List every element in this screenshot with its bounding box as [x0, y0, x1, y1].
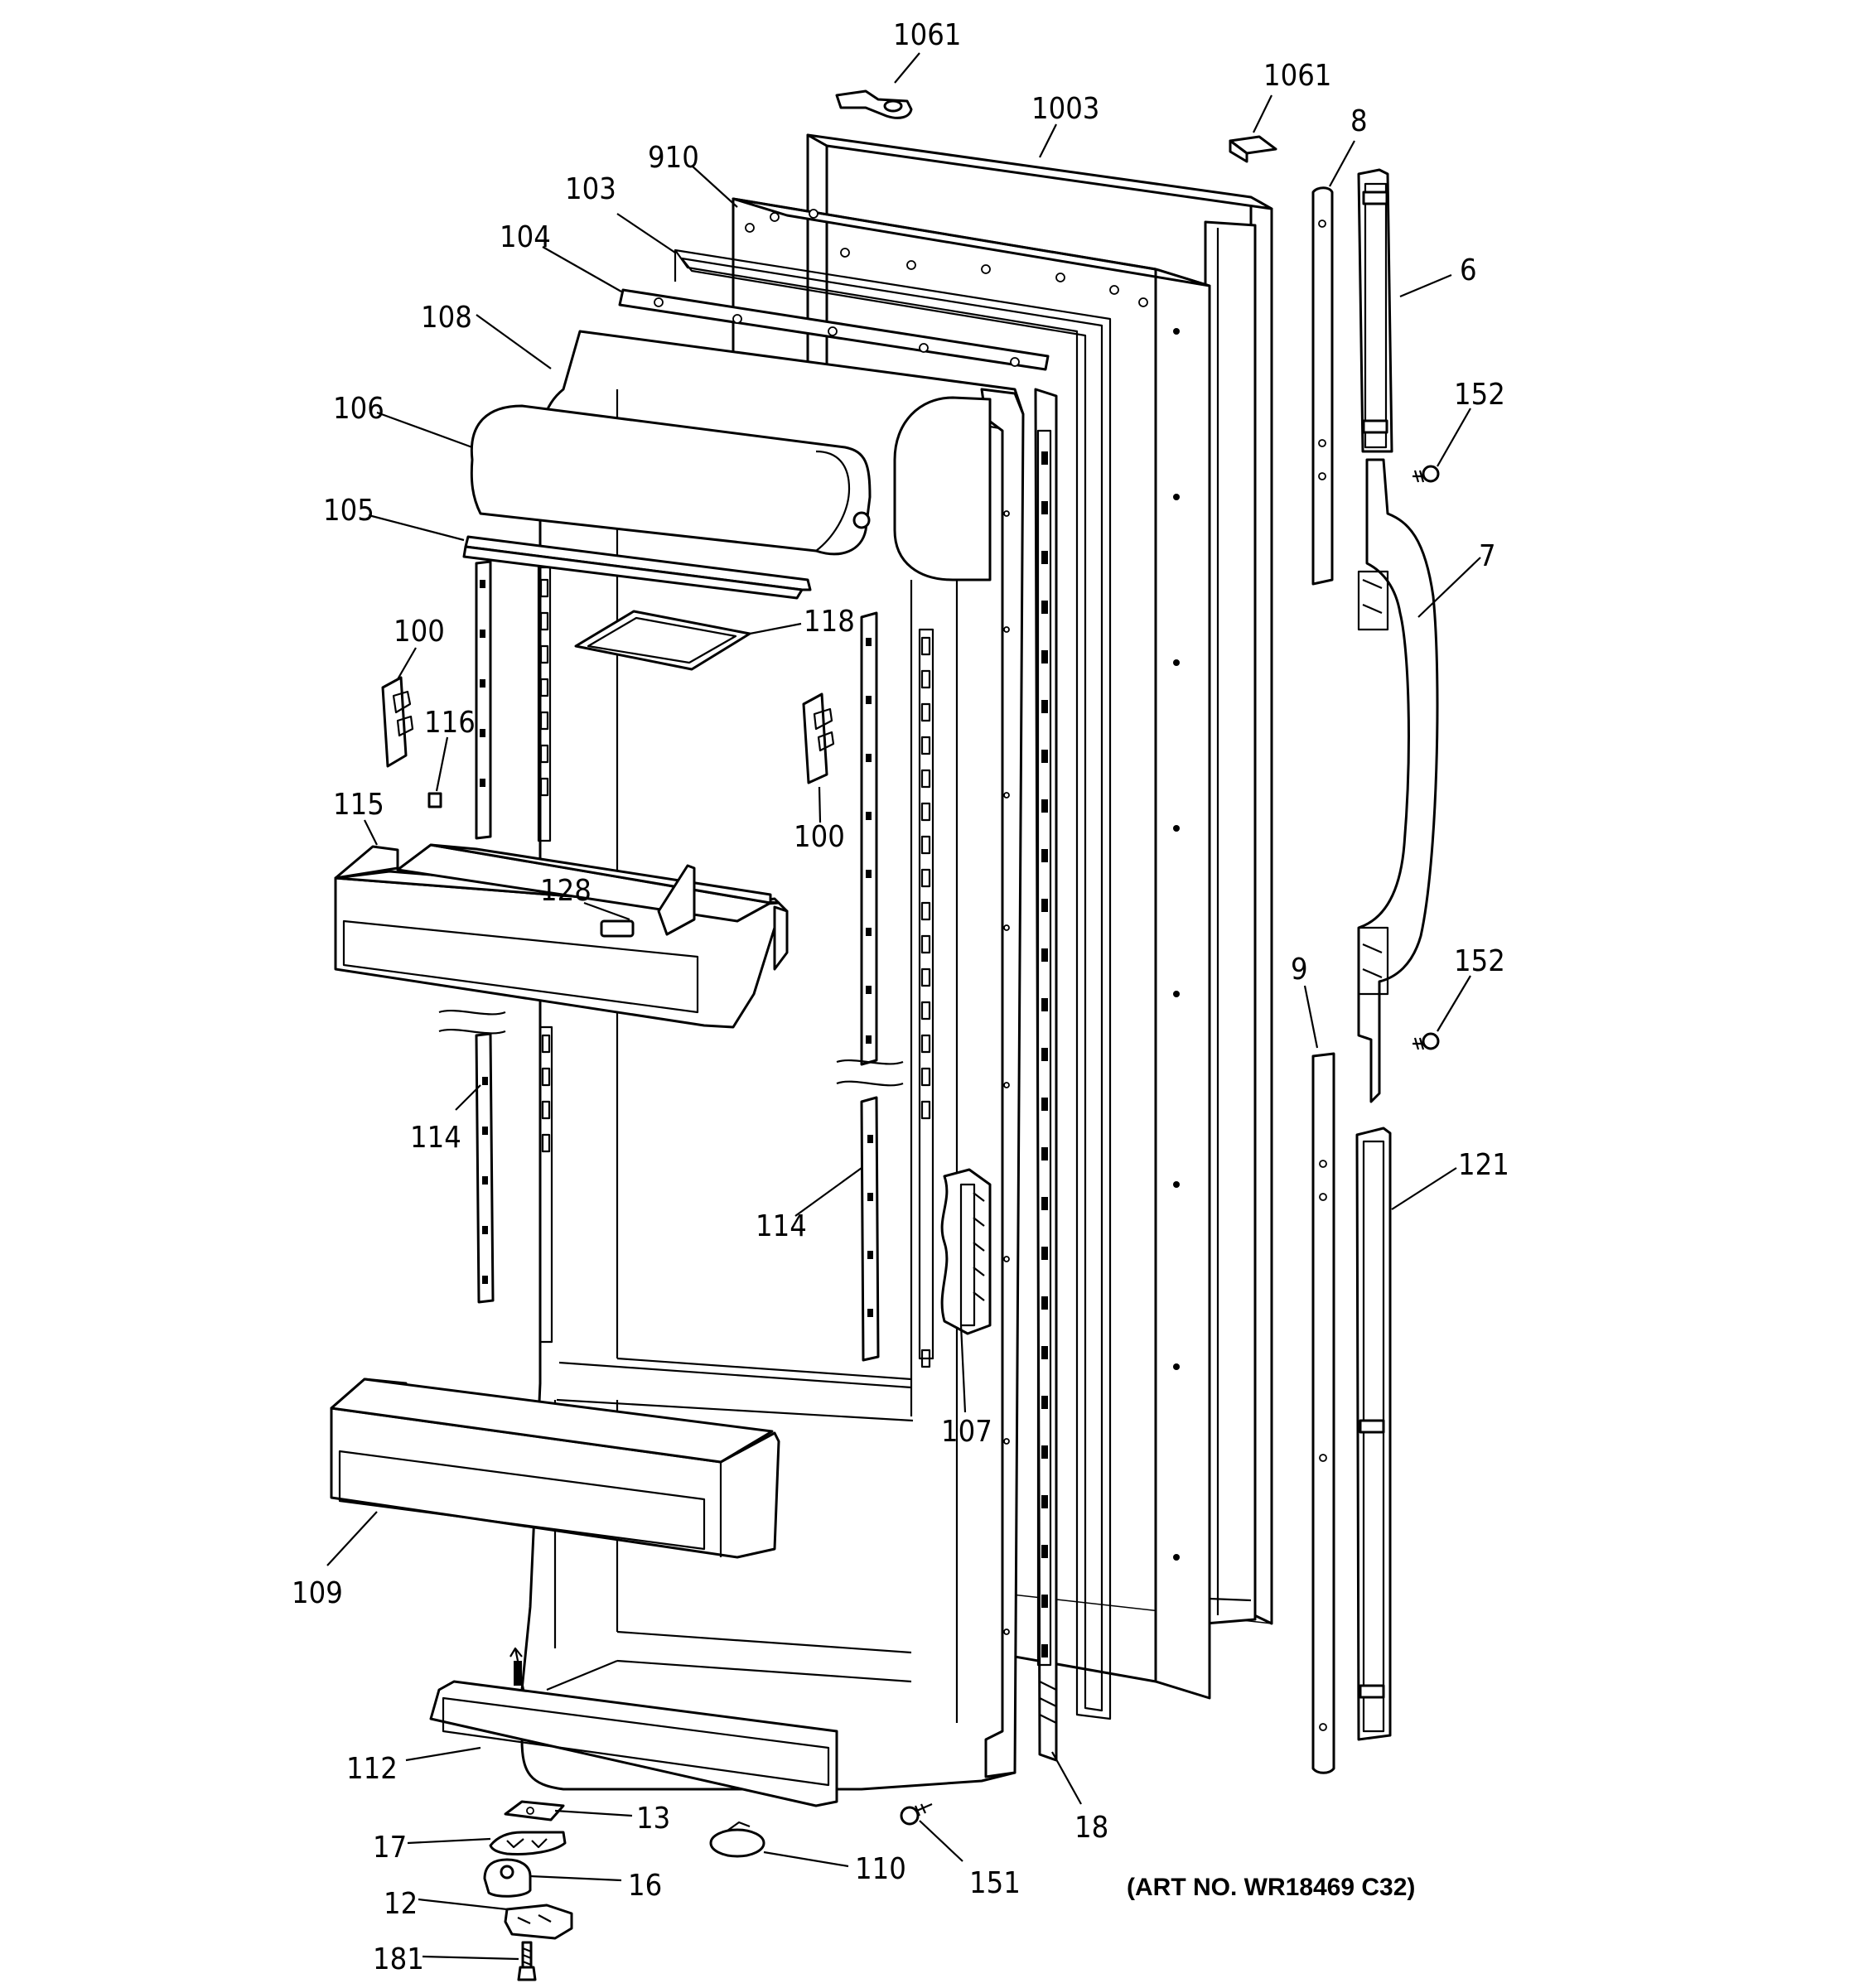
part-handle-cap-lower — [1355, 1127, 1392, 1741]
callout-1003: 1003 — [1031, 92, 1099, 126]
breaker-strip-slots — [1041, 451, 1048, 1657]
part-hinge-plate-13 — [504, 1800, 565, 1822]
liner-slots-left — [539, 578, 551, 1153]
part-small-clip — [427, 792, 442, 808]
callout-1061-left: 1061 — [893, 18, 961, 52]
part-handle-cap-upper — [1357, 168, 1393, 453]
callout-115: 115 — [333, 788, 384, 822]
callout-116: 116 — [424, 706, 476, 740]
callout-114-left: 114 — [410, 1121, 461, 1155]
part-lower-door-bin — [330, 1378, 780, 1559]
callout-104: 104 — [500, 220, 551, 254]
part-ladder-rail-left — [475, 560, 495, 1304]
part-door-handle — [1357, 458, 1439, 1103]
callout-labels: 1061 1061 1003 910 103 104 108 106 105 1… — [292, 18, 1509, 1976]
callout-9: 9 — [1291, 953, 1308, 987]
part-cam-110 — [709, 1821, 765, 1858]
part-screw-upper — [1412, 465, 1440, 483]
part-screw-181 — [517, 1941, 537, 1981]
callout-17: 17 — [373, 1831, 407, 1865]
part-trim-strip-lower — [1311, 1052, 1335, 1774]
callout-910: 910 — [648, 141, 699, 175]
part-dairy-door-cover — [470, 404, 872, 556]
callout-151: 151 — [969, 1866, 1021, 1900]
callout-100-right: 100 — [794, 820, 845, 854]
part-side-trim-insert — [940, 1168, 992, 1335]
part-hinge-top-left — [835, 89, 913, 119]
part-breaker-strip — [1034, 388, 1058, 1762]
part-ladder-rail-right — [860, 611, 880, 1362]
callout-6: 6 — [1460, 253, 1477, 287]
callout-105: 105 — [323, 494, 374, 528]
callout-106: 106 — [333, 392, 384, 426]
art-number: (ART NO. WR18469 C32) — [1127, 1874, 1415, 1901]
callout-13: 13 — [636, 1802, 670, 1836]
callout-107: 107 — [941, 1415, 992, 1449]
part-hinge-bushing-16 — [483, 1858, 532, 1898]
part-hinge-bracket-17 — [489, 1831, 567, 1855]
part-shelf-support-right — [802, 692, 835, 784]
callout-8: 8 — [1350, 104, 1368, 138]
callout-128: 128 — [540, 874, 592, 908]
callout-114-right: 114 — [756, 1209, 807, 1243]
callout-152-upper: 152 — [1454, 378, 1505, 412]
callout-112: 112 — [346, 1752, 398, 1786]
part-cover-hinge-strip — [462, 535, 812, 600]
callout-100-left: 100 — [394, 615, 445, 649]
callout-18: 18 — [1074, 1811, 1108, 1845]
callout-110: 110 — [855, 1852, 906, 1886]
part-door-insulation-panel — [732, 197, 1211, 1700]
part-hinge-bracket-12 — [504, 1904, 573, 1940]
callout-181: 181 — [373, 1942, 424, 1976]
break-mark-right — [836, 1059, 904, 1087]
part-hinge-top-right — [1229, 135, 1277, 163]
part-bottom-trim — [429, 1680, 838, 1807]
part-screw-151 — [900, 1802, 933, 1826]
callout-109: 109 — [292, 1576, 343, 1610]
part-top-trim-strip — [618, 288, 1050, 371]
part-upper-door-bin — [334, 843, 789, 1029]
part-small-tray — [574, 610, 751, 671]
callout-12: 12 — [384, 1887, 418, 1921]
callout-1061-right: 1061 — [1263, 59, 1331, 93]
part-shelf-support-left — [381, 676, 414, 768]
leader-lines — [326, 52, 1481, 1961]
callout-16: 16 — [628, 1869, 662, 1903]
liner-slots-right — [920, 636, 931, 1368]
part-bin-divider — [600, 919, 635, 938]
callout-103: 103 — [565, 172, 616, 206]
part-trim-strip-upper — [1311, 186, 1334, 586]
callout-152-lower: 152 — [1454, 944, 1505, 978]
part-door-liner — [509, 330, 1025, 1791]
callout-118: 118 — [804, 605, 855, 639]
callout-121: 121 — [1458, 1148, 1509, 1182]
part-door-gasket — [674, 248, 1112, 1720]
part-screw-lower — [1412, 1032, 1440, 1050]
callout-7: 7 — [1479, 539, 1496, 573]
callout-108: 108 — [421, 301, 472, 335]
break-mark-left — [438, 1009, 506, 1035]
